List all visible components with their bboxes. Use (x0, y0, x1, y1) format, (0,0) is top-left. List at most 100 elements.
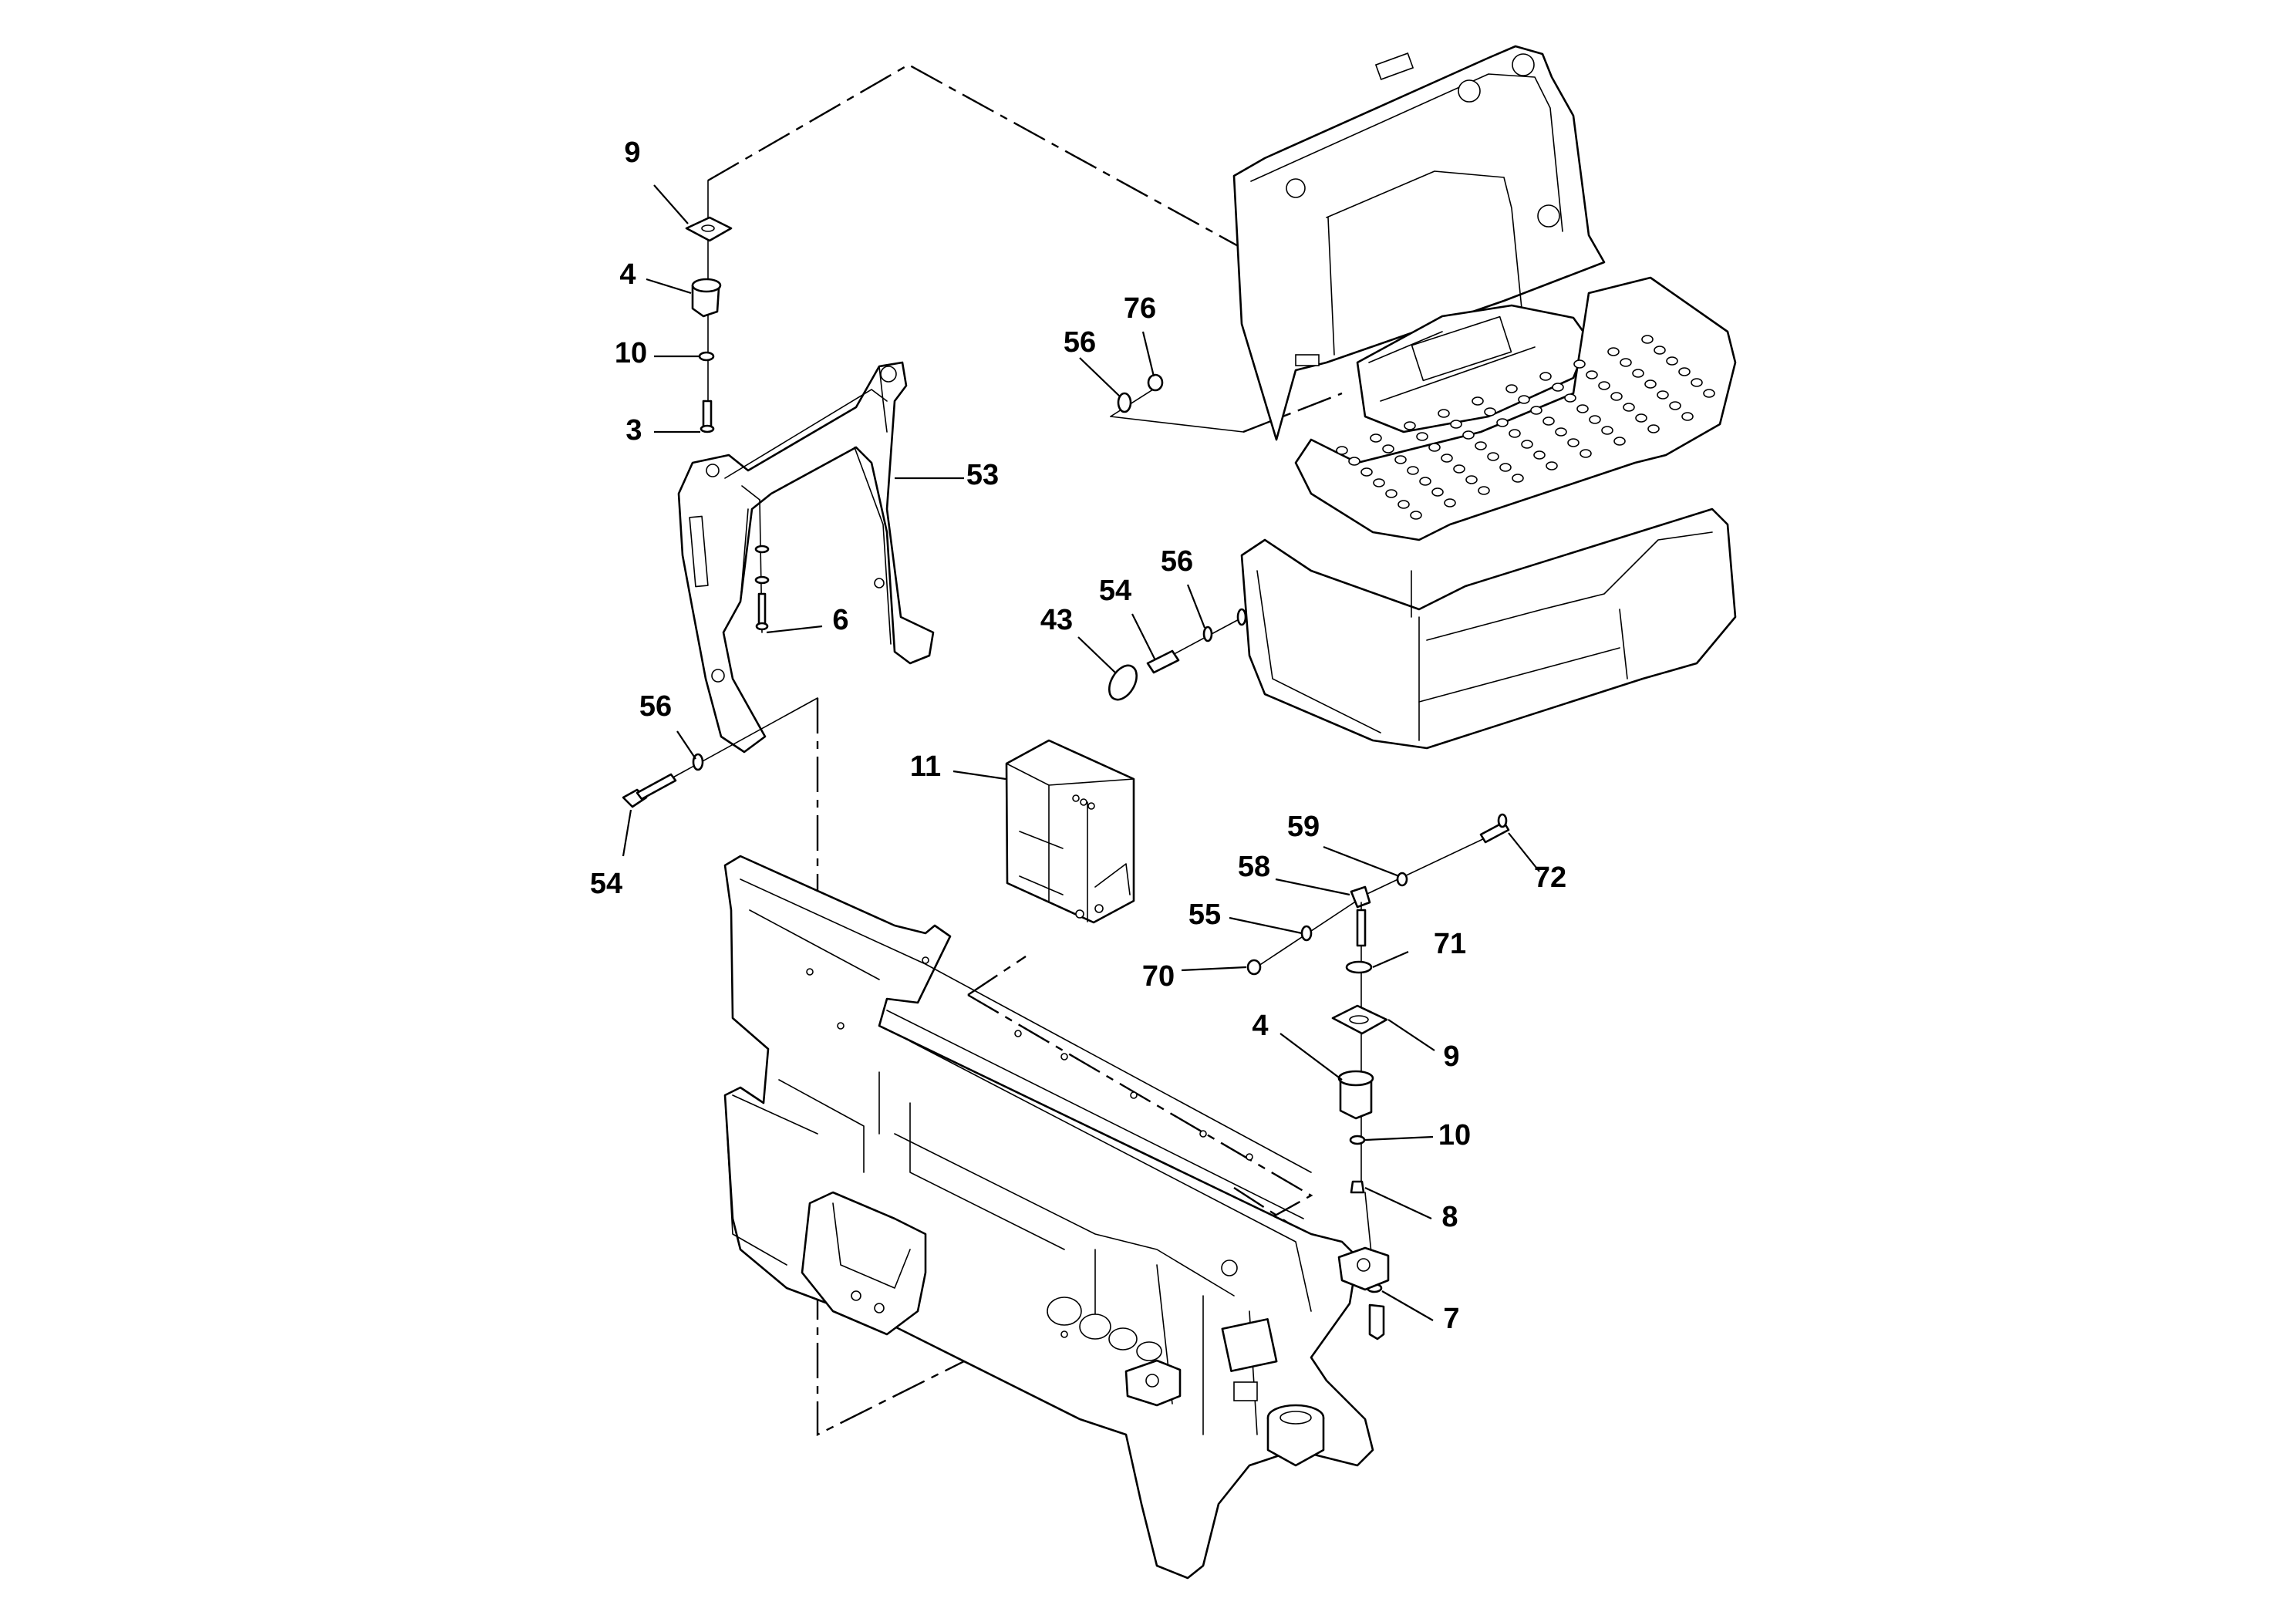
callout-10-lower: 10 (1438, 1119, 1471, 1152)
grate-hole (1419, 477, 1431, 486)
grate-hole (1669, 401, 1681, 410)
grate-hole (1410, 511, 1422, 520)
grate-hole (1487, 452, 1499, 461)
callout-7: 7 (1443, 1303, 1459, 1335)
grate-hole (1472, 396, 1484, 406)
grate-hole (1691, 378, 1703, 387)
grate-hole (1589, 415, 1601, 424)
grate-hole (1505, 384, 1518, 393)
washer-55 (1300, 925, 1313, 942)
washer-71 (1345, 960, 1373, 974)
callout-9-lower: 9 (1443, 1040, 1459, 1073)
grate-hole (1394, 455, 1407, 464)
callout-56-knob: 56 (1161, 545, 1193, 578)
grate-hole (1385, 489, 1397, 498)
grate-hole (1573, 359, 1586, 369)
lower-left-pin (622, 697, 818, 808)
grate-hole (1444, 498, 1456, 508)
grate-hole (1539, 372, 1552, 381)
callout-70: 70 (1142, 960, 1175, 993)
grate-hole (1564, 393, 1576, 403)
callout-58: 58 (1238, 851, 1270, 883)
callout-76: 76 (1124, 292, 1156, 325)
grate-hole (1360, 467, 1373, 477)
rops-frame (677, 361, 935, 754)
grate-hole (1641, 335, 1654, 344)
seat-hardware-76 (1110, 373, 1244, 433)
grate-hole (1475, 441, 1487, 450)
grate-hole (1438, 409, 1450, 418)
grate-hole (1607, 347, 1620, 356)
callout-54-knob: 54 (1099, 575, 1131, 607)
grate-hole (1533, 450, 1546, 460)
grate-hole (1610, 392, 1623, 401)
step-bracket (801, 1191, 927, 1336)
fitting-58 (1350, 885, 1371, 909)
callout-72: 72 (1534, 862, 1566, 894)
grate-hole (1453, 464, 1465, 474)
grate-hole (1465, 475, 1478, 484)
grate-hole (1336, 446, 1348, 455)
callout-6: 6 (832, 604, 848, 636)
bolt-7 (1368, 1303, 1385, 1340)
grate-hole (1441, 454, 1453, 463)
grate-hole (1620, 358, 1632, 367)
grate-hole (1703, 389, 1715, 398)
grate-hole (1450, 420, 1462, 429)
callout-4-lower: 4 (1252, 1010, 1268, 1042)
grate-hole (1654, 346, 1666, 355)
grate-hole (1373, 478, 1385, 487)
callout-8: 8 (1441, 1201, 1458, 1233)
grate-hole (1598, 381, 1610, 390)
grate-hole (1586, 370, 1598, 379)
grate-hole (1382, 444, 1394, 454)
grate-hole (1644, 379, 1657, 389)
grate-hole (1546, 461, 1558, 470)
nut-70 (1246, 959, 1262, 976)
grate-hole (1404, 421, 1416, 430)
grate-hole (1416, 432, 1428, 441)
grate-hole (1518, 395, 1530, 404)
grate-hole (1601, 426, 1613, 435)
bolt-upper (702, 400, 713, 430)
grate-hole (1576, 404, 1589, 413)
grate-hole (1678, 367, 1691, 376)
washer-56-seat (1117, 392, 1132, 413)
grate-hole (1478, 486, 1490, 495)
grate-hole (1499, 463, 1512, 472)
floor-plate (1294, 276, 1737, 541)
washer-59 (1396, 872, 1408, 887)
rops-frame-body (677, 361, 935, 754)
grate-hole (1613, 437, 1626, 446)
seat-backrest (1232, 45, 1606, 441)
grate-hole (1530, 406, 1542, 415)
callout-59: 59 (1287, 811, 1320, 843)
grate-hole (1462, 430, 1475, 440)
bolt-54-knob (1146, 649, 1180, 674)
grate-hole (1542, 416, 1555, 426)
grate-hole (1552, 383, 1564, 392)
grate-hole (1623, 403, 1635, 412)
grate-hole (1681, 412, 1694, 421)
grate-hole (1521, 440, 1533, 449)
grate-hole (1428, 443, 1441, 452)
bracket-11 (1005, 739, 1135, 924)
grate-hole (1407, 466, 1419, 475)
knob-assembly (1108, 608, 1247, 701)
grate-hole (1635, 413, 1647, 423)
knob-43 (1108, 664, 1138, 701)
grate-hole (1509, 429, 1521, 438)
nut-76 (1147, 373, 1164, 392)
callout-9-upper: 9 (624, 137, 640, 169)
grate-hole (1580, 449, 1592, 458)
grate-hole (1666, 356, 1678, 366)
grate-hole (1512, 474, 1524, 483)
callout-43: 43 (1040, 604, 1073, 636)
callout-53: 53 (966, 459, 999, 491)
grate-hole (1555, 427, 1567, 437)
grate-hole (1348, 457, 1360, 466)
grate-hole (1370, 433, 1382, 443)
floor-grate-holes (1336, 335, 1715, 520)
grate-hole (1397, 500, 1410, 509)
callout-labels: 9 4 10 3 53 6 56 54 56 76 43 54 56 11 59… (590, 137, 1566, 1335)
